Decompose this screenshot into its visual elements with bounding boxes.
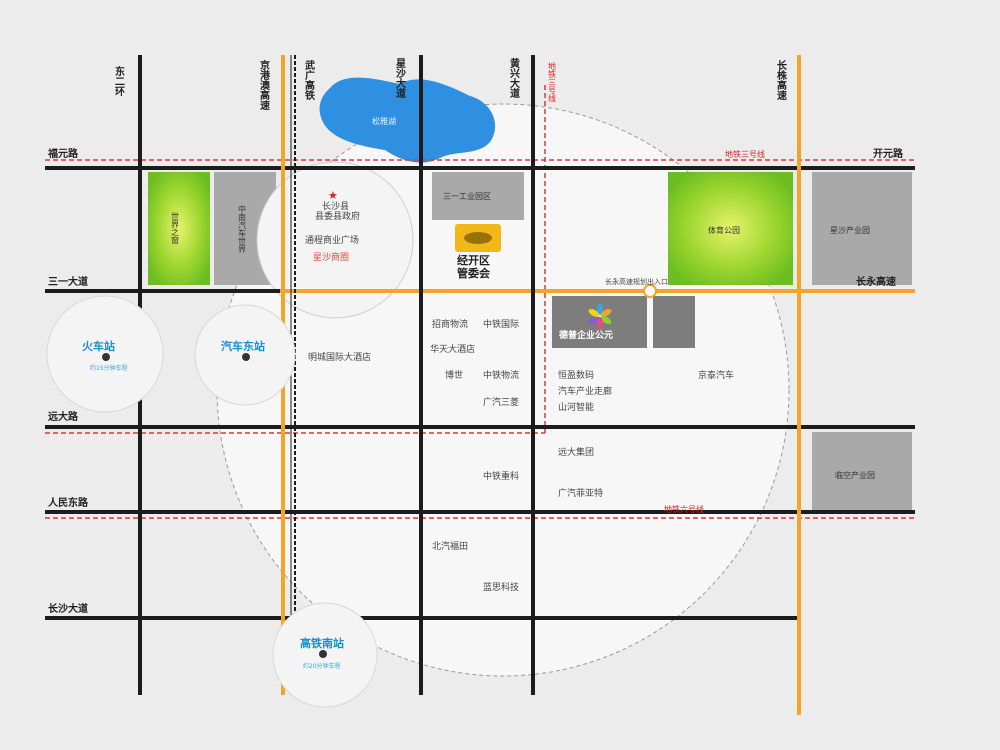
world-window-block bbox=[148, 172, 210, 285]
label-zhaoshang: 招商物流 bbox=[432, 318, 468, 330]
label-changzhu: 长株高速 bbox=[775, 59, 787, 101]
label-xingsha-industrial: 星沙产业园 bbox=[830, 225, 870, 235]
label-dongerhuan: 东二环 bbox=[113, 65, 125, 97]
label-county-gov-2: 县委县政府 bbox=[315, 210, 360, 222]
label-jinggang: 京港澳高速 bbox=[258, 59, 270, 111]
label-auto-corridor: 汽车产业走廊 bbox=[558, 385, 612, 397]
label-metro-line3-vertical: 地铁三号线 bbox=[548, 61, 557, 102]
label-lansi: 蓝思科技 bbox=[483, 581, 519, 593]
label-fuyuan: 福元路 bbox=[47, 147, 79, 160]
linkong-park-block bbox=[812, 432, 912, 510]
label-huangxing: 黄兴大道 bbox=[508, 57, 520, 99]
label-metro-line3-horizontal: 地铁三号线 bbox=[725, 149, 765, 159]
label-huatian: 华天大酒店 bbox=[430, 343, 475, 355]
label-metro-line6: 地铁六号线 bbox=[664, 504, 704, 514]
label-changyong-entrance: 长永高速规划出入口 bbox=[605, 277, 668, 286]
bus-east-icon bbox=[242, 353, 250, 361]
label-hsr-south-sub: 约20分钟车程 bbox=[303, 662, 341, 670]
label-train-station-sub: 约15分钟车程 bbox=[90, 364, 128, 372]
label-econ-zone-1: 经开区 bbox=[457, 253, 490, 267]
project-logo-icon bbox=[588, 303, 612, 329]
label-xingsha-business: 星沙商圈 bbox=[313, 251, 349, 263]
label-world-window: 世界之窗 bbox=[171, 211, 180, 245]
highway-entrance-marker bbox=[643, 284, 657, 298]
label-bus-east: 汽车东站 bbox=[221, 339, 265, 353]
hsr-south-icon bbox=[319, 650, 327, 658]
label-crec-heavy: 中铁重科 bbox=[483, 470, 519, 482]
label-kaiyuan: 开元路 bbox=[873, 147, 904, 160]
label-econ-zone-2: 管委会 bbox=[457, 266, 491, 280]
project-annex-block bbox=[653, 296, 695, 348]
label-sanyi: 三一大道 bbox=[48, 275, 88, 288]
label-boshi: 博世 bbox=[445, 369, 463, 381]
label-renmin: 人民东路 bbox=[48, 496, 89, 509]
label-train-station: 火车站 bbox=[82, 339, 115, 353]
label-wuguang: 武广高铁 bbox=[303, 59, 315, 101]
label-jingtai: 京泰汽车 bbox=[698, 369, 734, 381]
label-tongcheng: 通程商业广场 bbox=[305, 234, 359, 246]
sports-park-block bbox=[668, 172, 793, 285]
label-beiqi: 北汽福田 bbox=[432, 540, 468, 552]
econ-zone-logo-mark bbox=[464, 232, 492, 244]
label-shanhe: 山河智能 bbox=[558, 401, 594, 413]
label-changsha-ave: 长沙大道 bbox=[48, 602, 88, 615]
sany-park-block bbox=[432, 172, 524, 220]
songya-lake-label: 松雅湖 bbox=[372, 116, 396, 126]
label-sany-park: 三一工业园区 bbox=[443, 191, 491, 201]
label-changyong: 长永高速 bbox=[856, 275, 896, 288]
label-sports-park: 体育公园 bbox=[708, 225, 740, 235]
label-gac-fiat: 广汽菲亚特 bbox=[558, 487, 603, 499]
train-station-icon bbox=[102, 353, 110, 361]
xingsha-industrial-block bbox=[812, 172, 912, 285]
label-gac-mitsubishi: 广汽三菱 bbox=[483, 396, 519, 408]
label-mingcheng-hotel: 明城国际大酒店 bbox=[308, 351, 371, 363]
label-linkong-park: 临空产业园 bbox=[835, 470, 875, 480]
label-crec-logistics: 中铁物流 bbox=[483, 369, 519, 381]
label-xingsha: 星沙大道 bbox=[394, 58, 406, 99]
label-china-auto-world: 中南汽车世界 bbox=[238, 204, 247, 254]
label-project: 德普企业公元 bbox=[559, 329, 613, 341]
label-hsr-south: 高铁南站 bbox=[300, 636, 344, 650]
label-county-gov-1: 长沙县 bbox=[322, 200, 349, 212]
star-icon: ★ bbox=[328, 189, 338, 202]
songya-lake bbox=[319, 77, 496, 163]
label-yuanda: 远大路 bbox=[48, 410, 79, 423]
label-crec-intl: 中铁国际 bbox=[483, 318, 519, 330]
label-yuanda-group: 远大集团 bbox=[558, 446, 594, 458]
label-hengding: 恒盈数码 bbox=[558, 369, 594, 381]
